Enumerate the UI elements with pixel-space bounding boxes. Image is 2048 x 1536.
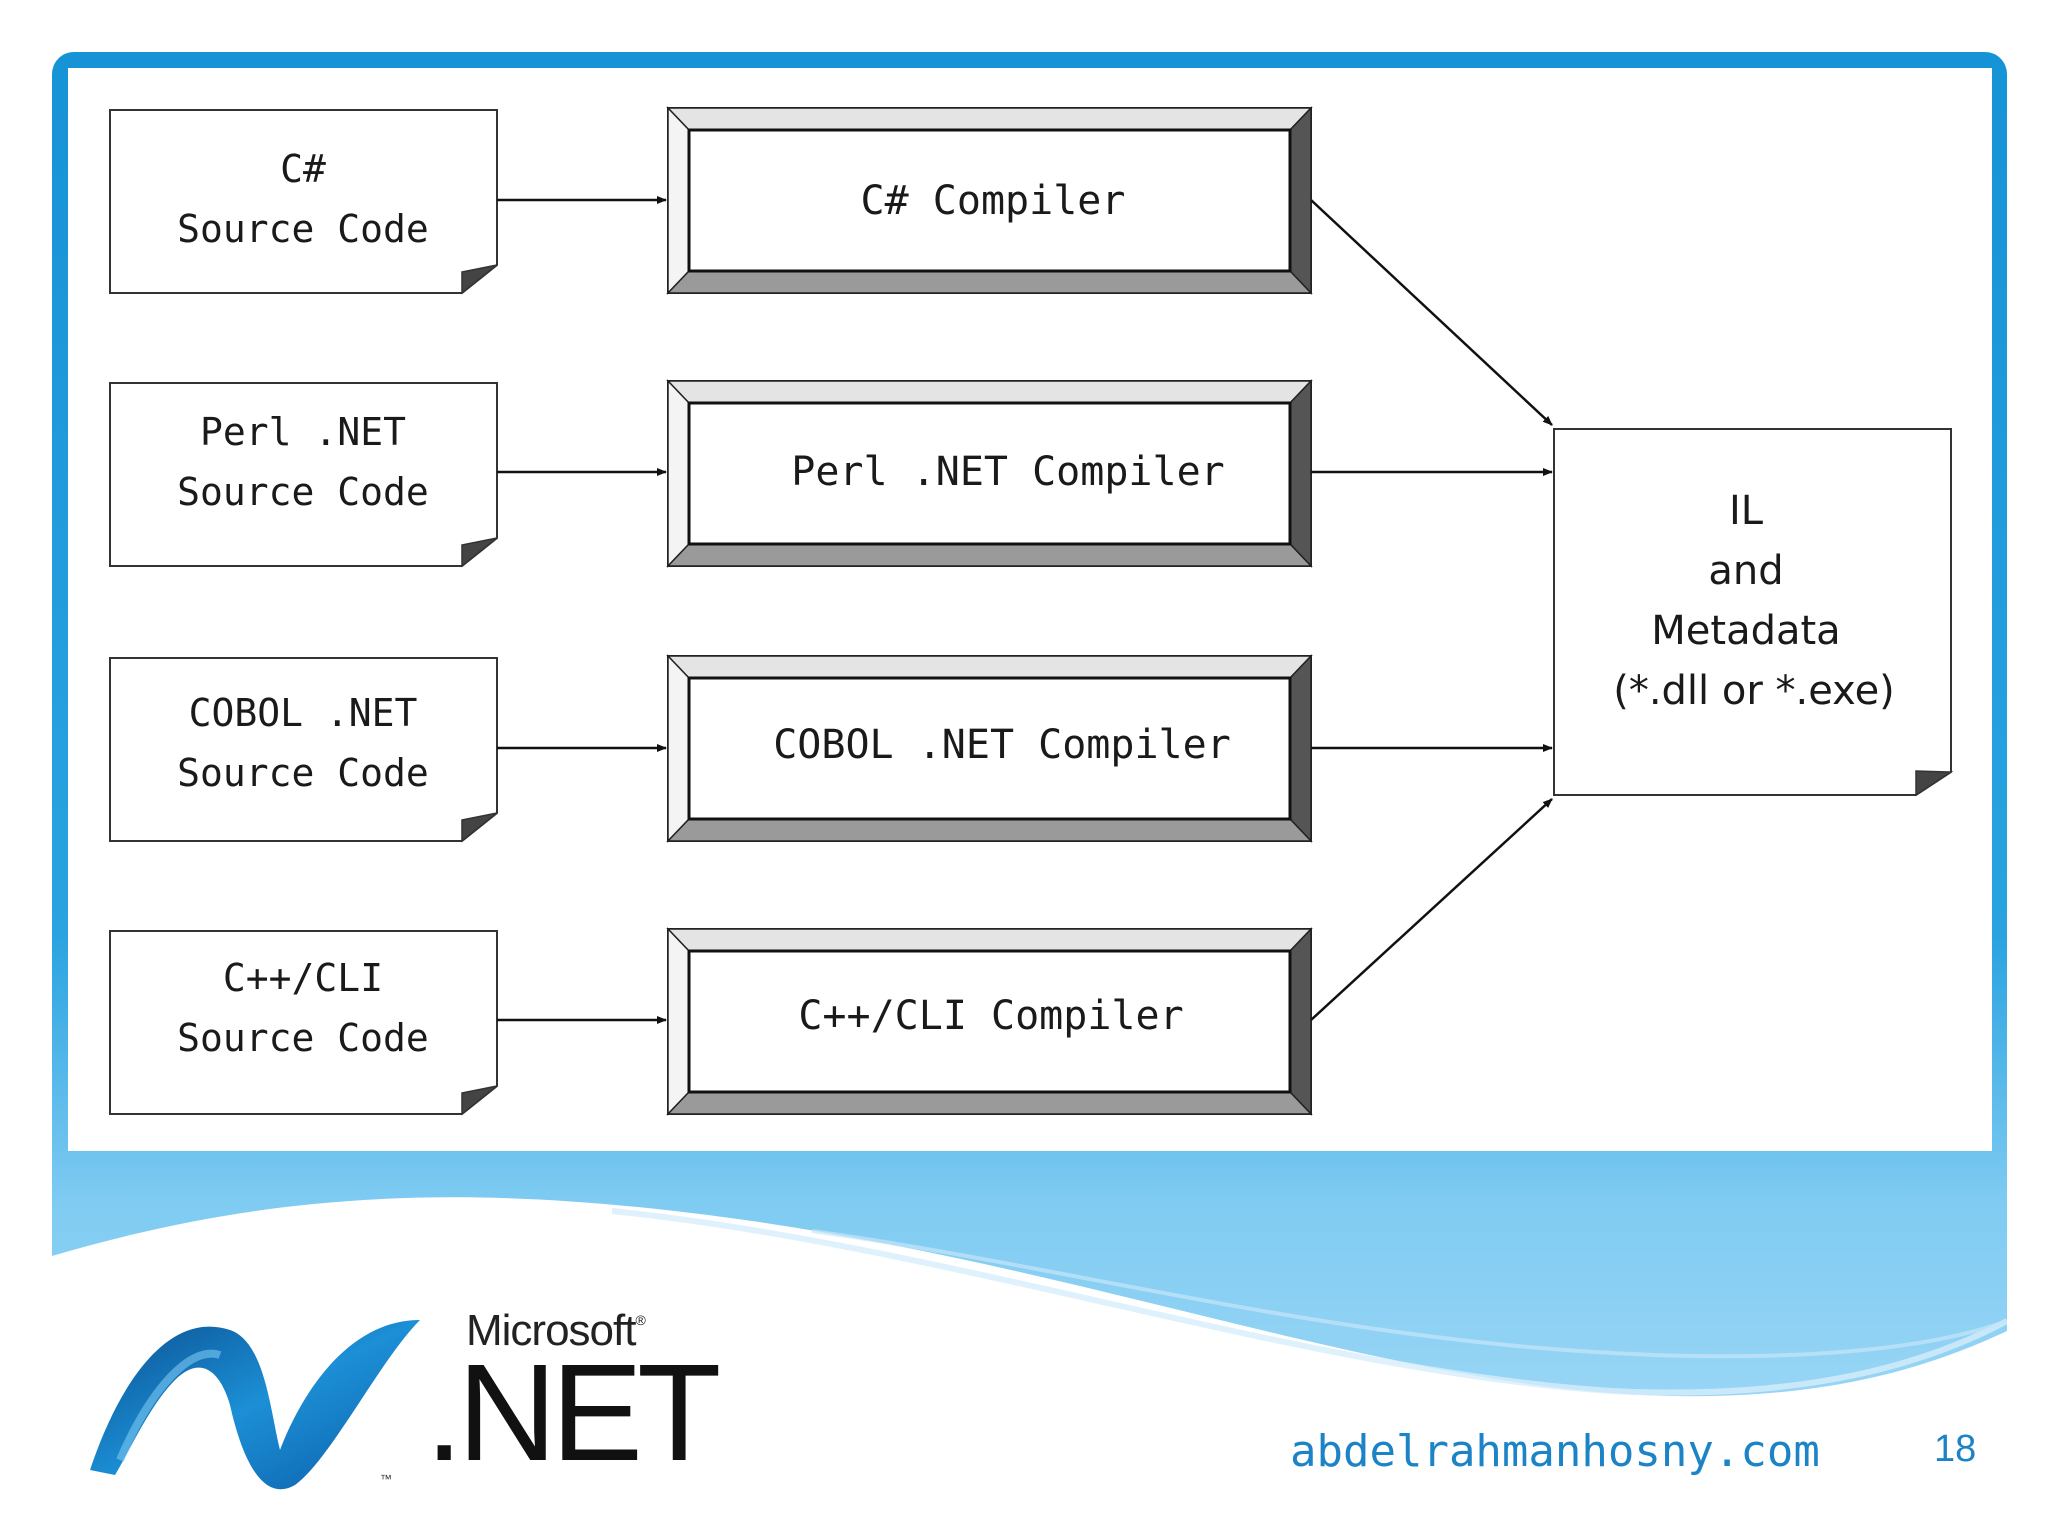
- source-doc-line2: Source Code: [177, 751, 429, 795]
- source-doc-line1: C#: [280, 147, 326, 191]
- source-doc-line2: Source Code: [177, 1016, 429, 1060]
- compiler-label: COBOL .NET Compiler: [773, 722, 1231, 768]
- il-line2: and: [1708, 548, 1783, 594]
- source-doc-csharp: C# Source Code: [109, 109, 498, 295]
- compiler-box-perl: Perl .NET Compiler: [666, 379, 1313, 568]
- microsoft-dotnet-logo: Microsoft® .NET ™: [80, 1300, 721, 1500]
- page-number: 18: [1934, 1428, 1977, 1470]
- il-line3: Metadata: [1651, 608, 1840, 654]
- source-doc-line1: Perl .NET: [200, 410, 406, 454]
- bottom-wave-band: [52, 1151, 2007, 1536]
- dotnet-wave-logo-icon: [90, 1320, 420, 1490]
- website-link[interactable]: abdelrahmanhosny.com: [1290, 1426, 1820, 1477]
- compiler-label: C++/CLI Compiler: [798, 993, 1183, 1039]
- il-line4: (*.dll or *.exe): [1613, 668, 1895, 714]
- source-doc-cobol: COBOL .NET Source Code: [109, 657, 498, 843]
- il-metadata-doc: IL and Metadata (*.dll or *.exe): [1553, 428, 1954, 797]
- compiler-box-cpp-cli: C++/CLI Compiler: [666, 927, 1313, 1116]
- arrow-cpp-cli-compiler-to-il: [1310, 798, 1553, 1021]
- logo-net-text: .NET: [425, 1336, 721, 1490]
- compiler-label: C# Compiler: [861, 178, 1126, 224]
- source-doc-line1: C++/CLI: [223, 956, 383, 1000]
- arrow-csharp-compiler-to-il: [1310, 199, 1553, 426]
- compiler-box-cobol: COBOL .NET Compiler: [666, 654, 1313, 843]
- source-doc-cpp-cli: C++/CLI Source Code: [109, 930, 498, 1116]
- compilation-diagram: C# Source Code Perl .NET Source Code COB…: [109, 106, 1954, 1116]
- content-panel: C# Source Code Perl .NET Source Code COB…: [68, 68, 1992, 1151]
- source-doc-perl: Perl .NET Source Code: [109, 382, 498, 568]
- logo-microsoft-text: Microsoft®: [466, 1306, 646, 1355]
- source-doc-line2: Source Code: [177, 207, 429, 251]
- source-doc-line2: Source Code: [177, 470, 429, 514]
- logo-tm-text: ™: [380, 1472, 392, 1486]
- source-doc-line1: COBOL .NET: [189, 691, 418, 735]
- compiler-box-csharp: C# Compiler: [666, 106, 1313, 295]
- il-line1: IL: [1729, 488, 1764, 534]
- compiler-label: Perl .NET Compiler: [791, 449, 1224, 495]
